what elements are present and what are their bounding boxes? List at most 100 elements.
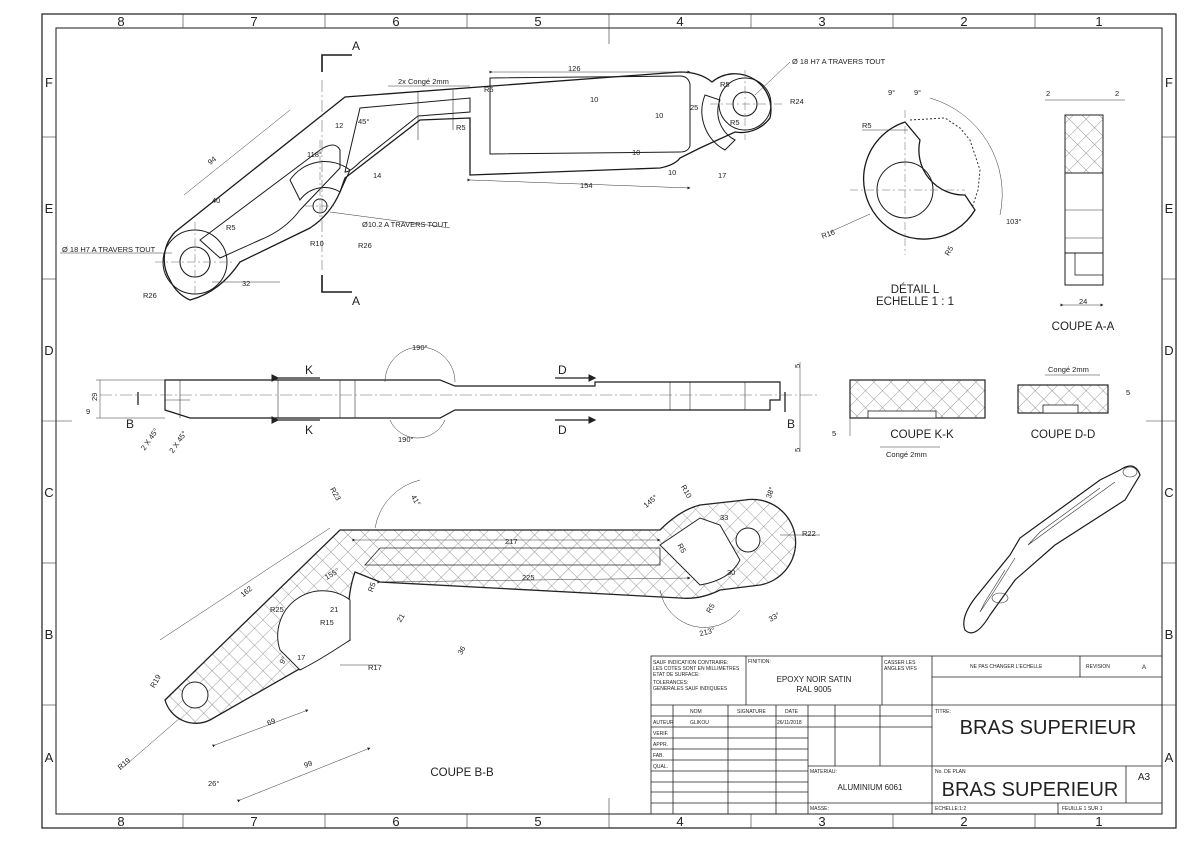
tb-label: NE PAS CHANGER L'ECHELLE (970, 664, 1043, 670)
dim-label: R5 (730, 118, 740, 127)
tb-role: AUTEUR (653, 720, 674, 726)
dim-label: 38° (764, 486, 776, 500)
dim-label: 21 (330, 605, 338, 614)
dim-label: 30 (727, 568, 735, 577)
title-block: SAUF INDICATION CONTRAIRE: LES COTES SON… (650, 655, 1163, 815)
dim-label: 190° (398, 435, 414, 444)
dim-label: R26 (143, 291, 157, 300)
dim-label: 99 (303, 759, 314, 770)
section-d-label: D (558, 363, 567, 377)
dim-label: 5 (832, 429, 836, 438)
dim-label: 33 (720, 513, 728, 522)
col-label: 8 (117, 14, 124, 29)
dim-label: R5 (226, 223, 236, 232)
tb-note: SAUF INDICATION CONTRAIRE: (653, 660, 728, 666)
dim-label: 5 (793, 448, 802, 452)
dim-label: 9 (86, 407, 90, 416)
dim-label: 26° (208, 779, 219, 788)
dim-label: 2 X 45° (139, 427, 161, 452)
tb-label: DATE (785, 709, 799, 715)
row-label: B (1165, 627, 1174, 642)
row-label: F (1165, 75, 1173, 90)
dim-label: 45° (358, 117, 369, 126)
detail-title: DÉTAIL L (891, 283, 940, 296)
dim-label: R15 (320, 618, 334, 627)
tb-role: VERIF. (653, 731, 669, 737)
dim-label: R5 (862, 121, 872, 130)
tb-author: GLIKOU (690, 720, 709, 726)
dim-label: R26 (358, 241, 372, 250)
dim-label: R5 (456, 123, 466, 132)
dim-label: 9° (888, 88, 895, 97)
dim-label: R25 (270, 605, 284, 614)
section-k-label: K (305, 363, 313, 377)
dim-label: 25 (690, 103, 698, 112)
section-k-label: K (305, 423, 313, 437)
section-title: COUPE D-D (1031, 429, 1096, 441)
tb-role: APPR. (653, 742, 668, 748)
dim-label: 17 (718, 171, 726, 180)
dim-label: R5 (366, 581, 378, 593)
tb-sheet: FEUILLE 1 SUR 1 (1062, 806, 1103, 812)
dim-label: 40 (212, 196, 220, 205)
dim-label: 94 (206, 154, 218, 166)
tb-label: MATERIAU: (810, 769, 837, 775)
dim-label: 2 (1115, 89, 1119, 98)
section-line-a: A A (321, 39, 360, 308)
hole-callout: Ø10.2 A TRAVERS TOUT (362, 220, 448, 229)
dim-label: 9° (914, 88, 921, 97)
detail-scale: ECHELLE 1 : 1 (876, 296, 954, 308)
dim-label: R19 (148, 673, 163, 689)
tb-label: No. DE PLAN (935, 769, 966, 775)
dim-label: R22 (802, 529, 816, 538)
dim-label: 217 (505, 537, 518, 546)
dim-label: R23 (328, 486, 343, 502)
dim-label: 24 (1079, 297, 1087, 306)
tb-finish: RAL 9005 (796, 685, 832, 694)
dim-label: 36 (456, 645, 468, 657)
section-title: COUPE B-B (430, 767, 494, 779)
col-label: 3 (818, 814, 825, 829)
dim-label: R17 (368, 663, 382, 672)
row-label: E (1165, 201, 1174, 216)
col-label: 3 (818, 14, 825, 29)
section-title: COUPE K-K (890, 429, 954, 441)
dim-label: 118° (307, 150, 322, 159)
tb-label: ANGLES VIFS (884, 666, 917, 672)
coupe-bb: 217 225 162 69 99 21 21 36 17 30 33 41° … (116, 479, 820, 803)
dim-label: 213° (698, 626, 715, 639)
tb-date: 26/11/2018 (777, 720, 802, 726)
dim-label: R16 (820, 227, 836, 240)
dim-label: R5 (676, 542, 689, 555)
tb-label: CASSER LES (884, 660, 916, 666)
row-label: D (1164, 343, 1173, 358)
coupe-dd: Congé 2mm 5 COUPE D-D (1017, 365, 1130, 441)
col-label: 4 (676, 14, 683, 29)
tb-label: REVISION (1086, 664, 1110, 670)
top-view: A A 2x Congé 2mm Ø 18 H7 A TRAVERS TOUT … (60, 39, 886, 308)
dim-label: 10 (632, 148, 640, 157)
tb-label: NOM (690, 709, 702, 715)
col-label: 1 (1095, 14, 1102, 29)
dim-label: 41° (409, 493, 422, 507)
dim-label: 17 (297, 653, 305, 662)
dim-label: 29 (90, 393, 99, 401)
dim-label: 12 (335, 121, 343, 130)
side-view: K K D D B B 190° 190° 29 9 5 5 2 X 45° 2… (86, 343, 820, 455)
coupe-kk: 5 COUPE K-K Congé 2mm (832, 379, 986, 459)
dim-label: R5 (484, 85, 494, 94)
hole-callout: Ø 18 H7 A TRAVERS TOUT (62, 245, 156, 254)
dim-label: 32 (242, 279, 250, 288)
tb-format: A3 (1138, 772, 1151, 783)
tb-note: TOLERANCES: (653, 680, 688, 686)
section-markers-kd: K K D D B B (126, 363, 795, 437)
col-label: 5 (534, 814, 541, 829)
section-d-label: D (558, 423, 567, 437)
row-label: B (45, 627, 54, 642)
tb-material: ALUMINIUM 6061 (838, 783, 903, 792)
row-label: F (45, 75, 53, 90)
dim-label: R5 (720, 80, 730, 89)
dim-label: R5 (943, 244, 956, 257)
detail-l: R5 R5 R16 103° 9° 9° DÉTAIL L ECHELLE 1 … (820, 88, 1021, 308)
